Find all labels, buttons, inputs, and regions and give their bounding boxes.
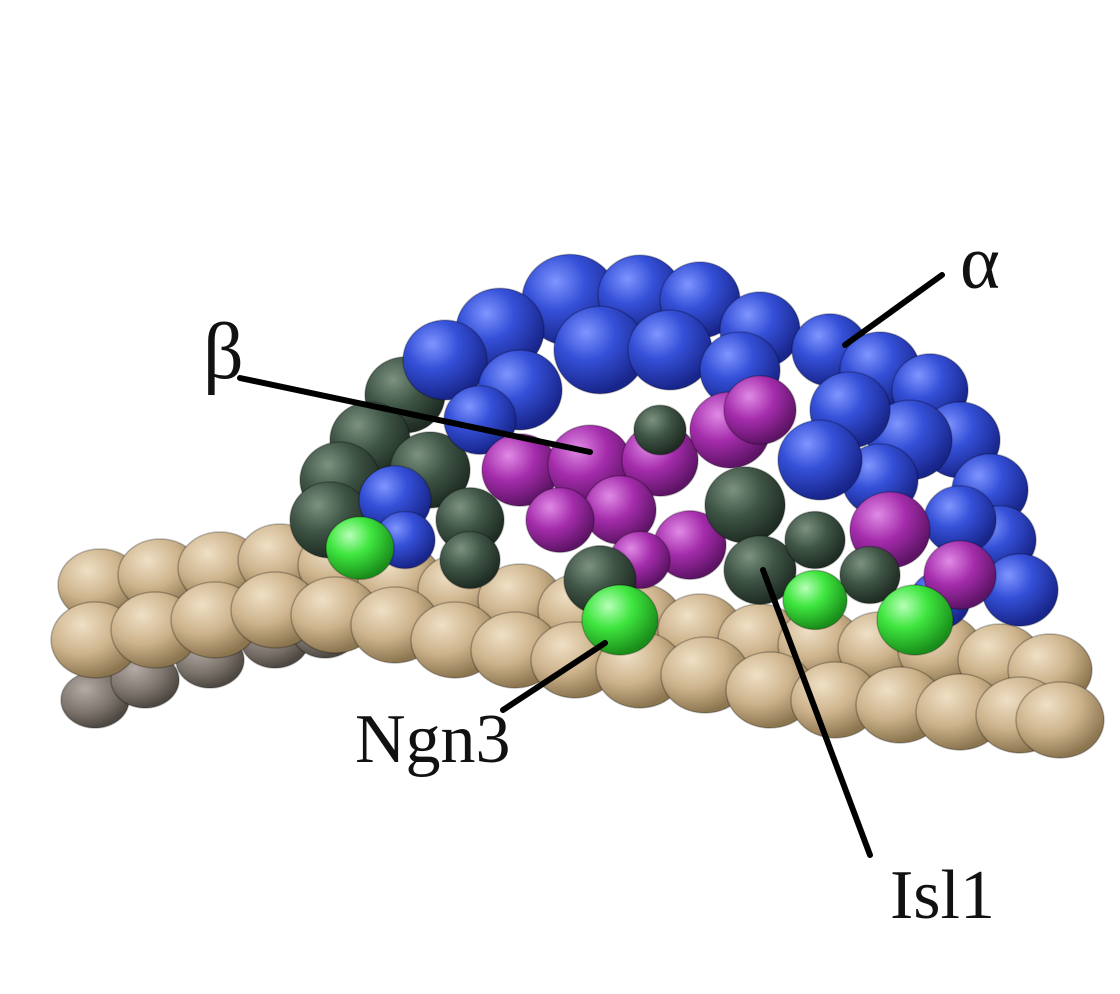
beta-leader-line	[237, 375, 593, 455]
alpha-leader-line	[842, 272, 945, 348]
alpha-label: α	[960, 221, 1000, 305]
isl1-cell	[839, 545, 901, 605]
isl1-cell	[633, 404, 687, 456]
beta-cell	[923, 540, 997, 610]
ngn3-leader-line	[500, 640, 608, 713]
alpha-cell	[777, 419, 863, 501]
isl1-label: Isl1	[890, 857, 995, 934]
beta-cell	[525, 486, 595, 554]
epithelial-cell	[1015, 681, 1105, 759]
alpha-cell	[402, 319, 488, 401]
ngn3-label: Ngn3	[355, 701, 511, 778]
beta-label: β	[203, 308, 244, 396]
isl1-cell	[704, 466, 786, 544]
alpha-cell	[627, 309, 713, 391]
ngn3-cell	[782, 569, 848, 631]
beta-cell	[723, 375, 797, 445]
isl1-leader-line	[760, 567, 873, 858]
islet-cells	[289, 253, 1059, 656]
isl1-cell	[784, 510, 846, 570]
ngn3-cell	[325, 515, 395, 581]
isl1-cell	[439, 530, 501, 590]
ngn3-cell	[876, 584, 954, 656]
ngn3-cell	[581, 584, 659, 656]
